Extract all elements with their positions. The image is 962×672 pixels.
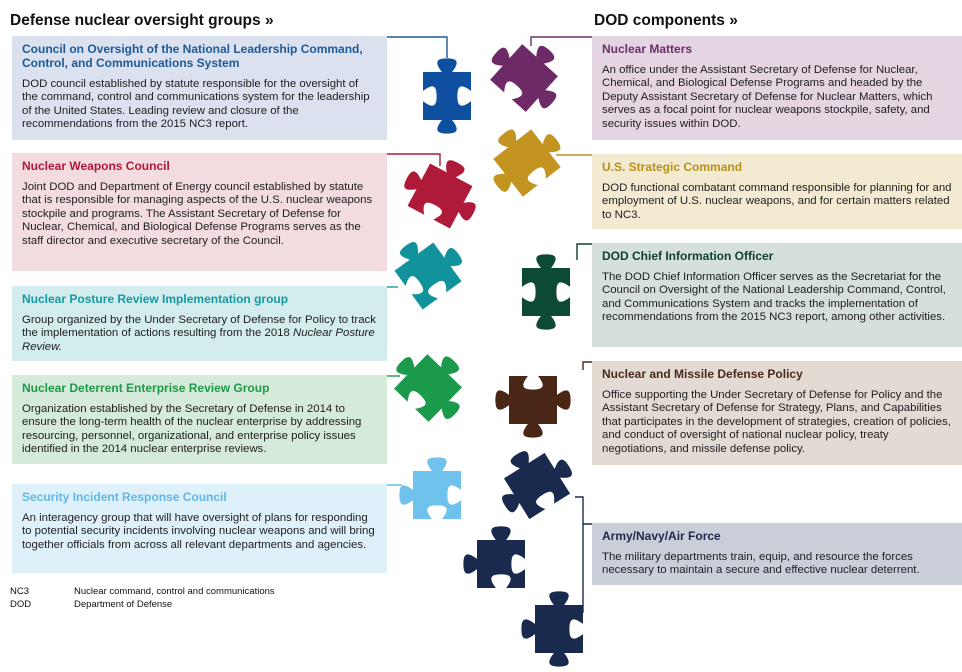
group-title: Security Incident Response Council [22, 490, 227, 504]
abbreviation-legend: NC3 Nuclear command, control and communi… [10, 585, 275, 611]
connector-line [582, 361, 592, 370]
group-card-nuclear-weapons-council: Nuclear Weapons Council Joint DOD and De… [12, 153, 387, 271]
legend-row: DOD Department of Defense [10, 598, 275, 611]
group-description: Joint DOD and Department of Energy counc… [22, 181, 373, 247]
component-card-nuclear-matters: Nuclear Matters An office under the Assi… [592, 36, 962, 140]
group-description: An interagency group that will have over… [22, 512, 375, 551]
puzzle-piece-sirc [399, 457, 461, 519]
group-description-text: Group organized by the Under Secretary o… [22, 314, 376, 340]
group-description: DOD council established by statute respo… [22, 78, 370, 131]
connector-line [387, 36, 448, 58]
component-description: The DOD Chief Information Officer serves… [602, 271, 946, 324]
component-title: DOD Chief Information Officer [602, 249, 774, 263]
puzzle-piece-npr-implementation [394, 242, 462, 310]
component-description: DOD functional combatant command respons… [602, 182, 952, 221]
component-description: The military departments train, equip, a… [602, 551, 920, 577]
puzzle-piece-nuclear-weapons-council [404, 160, 476, 229]
puzzle-piece-nuclear-matters [490, 44, 558, 112]
component-title: Nuclear Matters [602, 42, 693, 56]
puzzle-piece-nder-group [394, 354, 462, 422]
group-title: Council on Oversight of the National Lea… [22, 42, 363, 70]
puzzle-piece-stratcom [493, 129, 561, 197]
puzzle-piece-military-department-3 [521, 591, 583, 667]
group-title: Nuclear Weapons Council [22, 159, 170, 173]
puzzle-piece-dod-cio [522, 254, 570, 330]
puzzle-piece-military-department-2 [463, 526, 525, 588]
component-description: An office under the Assistant Secretary … [602, 64, 933, 130]
puzzle-piece-nc3-council [423, 58, 471, 134]
group-card-nder-group: Nuclear Deterrent Enterprise Review Grou… [12, 375, 387, 464]
component-description: Office supporting the Under Secretary of… [602, 389, 951, 455]
puzzle-piece-nmd-policy [495, 376, 571, 438]
connector-line [530, 36, 592, 46]
legend-desc: Nuclear command, control and communicati… [74, 586, 275, 597]
group-description: Organization established by the Secretar… [22, 403, 362, 456]
group-card-npr-implementation: Nuclear Posture Review Implementation gr… [12, 286, 387, 361]
group-card-nc3-council: Council on Oversight of the National Lea… [12, 36, 387, 140]
legend-desc: Department of Defense [74, 599, 173, 610]
component-title: Army/Navy/Air Force [602, 529, 721, 543]
component-title: U.S. Strategic Command [602, 160, 743, 174]
group-card-sirc: Security Incident Response Council An in… [12, 484, 387, 573]
group-description: Group organized by the Under Secretary o… [22, 314, 377, 354]
group-title: Nuclear Deterrent Enterprise Review Grou… [22, 381, 270, 395]
connector-line [387, 153, 441, 166]
puzzle-piece-military-department-1 [502, 451, 572, 520]
component-card-dod-cio: DOD Chief Information Officer The DOD Ch… [592, 243, 962, 347]
legend-abbr: DOD [10, 599, 32, 610]
group-title: Nuclear Posture Review Implementation gr… [22, 292, 289, 306]
legend-abbr: NC3 [10, 586, 30, 597]
component-title: Nuclear and Missile Defense Policy [602, 367, 803, 381]
component-card-military-departments: Army/Navy/Air Force The military departm… [592, 523, 962, 585]
legend-row: NC3 Nuclear command, control and communi… [10, 585, 275, 598]
component-card-nmd-policy: Nuclear and Missile Defense Policy Offic… [592, 361, 962, 465]
component-card-stratcom: U.S. Strategic Command DOD functional co… [592, 154, 962, 229]
connector-military-departments [575, 496, 592, 613]
connector-line [576, 243, 592, 260]
group-description-italic: Nuclear Posture Review. [22, 327, 375, 353]
right-heading: DOD components » [594, 12, 738, 29]
left-heading: Defense nuclear oversight groups » [10, 12, 274, 29]
